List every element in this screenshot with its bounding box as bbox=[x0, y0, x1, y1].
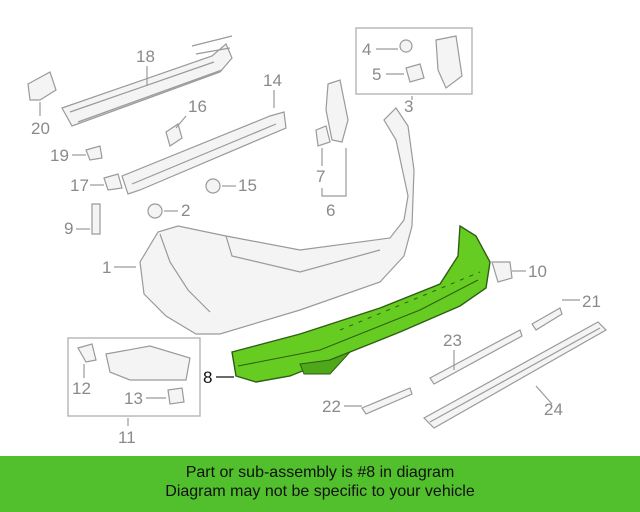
part-24-step-pad[interactable] bbox=[423, 321, 607, 429]
callout-21: 21 bbox=[582, 292, 601, 311]
callout-1: 1 bbox=[102, 258, 111, 277]
callout-3: 3 bbox=[404, 97, 413, 116]
callout-22: 22 bbox=[322, 397, 341, 416]
callout-9: 9 bbox=[64, 219, 73, 238]
part-notice-banner: Part or sub-assembly is #8 in diagram Di… bbox=[0, 456, 640, 512]
part-4-screw[interactable] bbox=[399, 39, 413, 53]
parts-diagram: 18 20 16 14 19 17 15 9 2 bbox=[27, 27, 607, 447]
part-15-retainer[interactable] bbox=[205, 178, 221, 194]
part-10-bracket[interactable] bbox=[491, 261, 513, 283]
callout-5: 5 bbox=[372, 65, 381, 84]
part-1-bumper-cover[interactable] bbox=[139, 107, 415, 335]
part-16-clip[interactable] bbox=[165, 123, 183, 147]
part-13-fastener[interactable] bbox=[167, 387, 185, 405]
part-8-lower-valance[interactable] bbox=[231, 224, 491, 383]
part-23-trim-strip[interactable] bbox=[429, 329, 523, 385]
part-7-bracket[interactable] bbox=[315, 79, 349, 147]
callout-2: 2 bbox=[181, 201, 190, 220]
part-3-bracket[interactable] bbox=[435, 35, 463, 89]
banner-line-2: Diagram may not be specific to your vehi… bbox=[165, 483, 475, 500]
callout-23: 23 bbox=[443, 331, 462, 350]
group-box-3 bbox=[355, 27, 473, 95]
part-8-shape bbox=[231, 224, 491, 383]
callout-15: 15 bbox=[238, 176, 257, 195]
callout-7: 7 bbox=[316, 167, 325, 186]
part-17-nut[interactable] bbox=[103, 173, 123, 191]
part-5-clip[interactable] bbox=[405, 63, 425, 83]
part-9-stud[interactable] bbox=[91, 203, 101, 235]
part-12-bolt[interactable] bbox=[77, 343, 97, 363]
part-19-bolt[interactable] bbox=[85, 145, 103, 161]
callout-6: 6 bbox=[326, 201, 335, 220]
callout-16: 16 bbox=[188, 97, 207, 116]
banner-line-1: Part or sub-assembly is #8 in diagram bbox=[185, 464, 455, 481]
callout-20: 20 bbox=[31, 119, 50, 138]
part-2-clip[interactable] bbox=[147, 203, 163, 219]
callout-11: 11 bbox=[118, 428, 136, 447]
callout-14: 14 bbox=[263, 71, 282, 90]
callout-10: 10 bbox=[528, 262, 547, 281]
callout-13: 13 bbox=[124, 389, 143, 408]
part-11-lamp-bracket[interactable] bbox=[105, 345, 191, 381]
callout-18: 18 bbox=[136, 47, 155, 66]
group-box-11 bbox=[67, 337, 201, 417]
part-14-lower-reinforcement[interactable] bbox=[121, 111, 287, 195]
part-21-molding[interactable] bbox=[531, 307, 563, 331]
callout-24: 24 bbox=[544, 400, 563, 419]
callout-12: 12 bbox=[72, 379, 91, 398]
callout-4: 4 bbox=[362, 40, 371, 59]
callout-8: 8 bbox=[203, 368, 212, 387]
part-20-bracket[interactable] bbox=[27, 71, 57, 101]
part-22-molding[interactable] bbox=[361, 387, 413, 415]
callout-17: 17 bbox=[70, 176, 89, 195]
callout-19: 19 bbox=[50, 146, 69, 165]
